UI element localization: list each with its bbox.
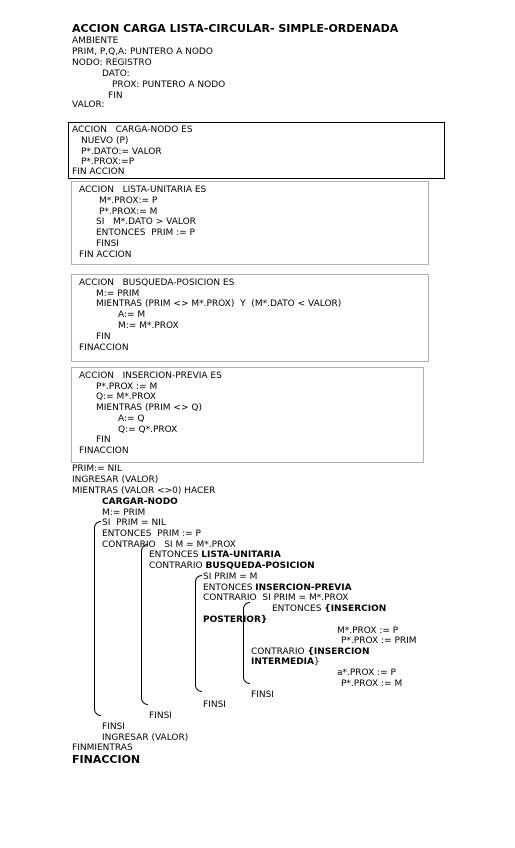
- code-line: SI M*.DATO > VALOR: [96, 217, 196, 227]
- main-line: ENTONCES PRIM := P: [102, 529, 201, 539]
- main-line: ENTONCES LISTA-UNITARIA: [149, 550, 281, 561]
- insercion-previa-box: [71, 367, 424, 463]
- code-line: FIN: [96, 435, 111, 445]
- code-line: ENTONCES PRIM := P: [96, 228, 195, 238]
- main-line: FINSI: [203, 700, 226, 710]
- main-line: FINMIENTRAS: [72, 743, 133, 753]
- keyword: ENTONCES: [149, 550, 202, 560]
- main-line: PRIM:= NIL: [72, 464, 122, 474]
- main-line: CONTRARIO SI M = M*.PROX: [102, 540, 236, 550]
- code-line: MIENTRAS (PRIM <> Q): [96, 403, 202, 413]
- code-line: ACCION INSERCION-PREVIA ES: [79, 371, 222, 381]
- main-line: SI PRIM = NIL: [102, 518, 166, 528]
- main-line: INTERMEDIA}: [251, 657, 320, 668]
- main-line: MIENTRAS (VALOR <>0) HACER: [72, 486, 216, 496]
- code-line: A:= M: [118, 310, 146, 320]
- code-line: P*.PROX:= M: [99, 207, 158, 217]
- code-line: FIN ACCION: [72, 167, 125, 177]
- insercion-previa-call: INSERCION-PREVIA: [255, 583, 352, 593]
- code-line: ACCION CARGA-NODO ES: [72, 125, 193, 135]
- ambiente-line: NODO: REGISTRO: [72, 58, 152, 68]
- posterior-label: POSTERIOR}: [203, 615, 268, 625]
- code-line: Q:= M*.PROX: [96, 392, 156, 402]
- code-line: P*.DATO:= VALOR: [81, 147, 162, 157]
- keyword: ENTONCES: [203, 583, 256, 593]
- main-line: M:= PRIM: [102, 508, 146, 518]
- main-line: SI PRIM = M: [203, 572, 258, 582]
- code-line: P*.PROX := M: [96, 382, 158, 392]
- code-line: P*.PROX:=P: [81, 157, 135, 167]
- code-line: Q:= Q*.PROX: [118, 425, 178, 435]
- main-line: CONTRARIO BUSQUEDA-POSICION: [149, 561, 315, 572]
- keyword: CONTRARIO: [149, 561, 206, 571]
- code-line: M:= PRIM: [96, 289, 140, 299]
- code-line: FINACCION: [79, 343, 129, 353]
- main-line: P*.PROX := M: [341, 679, 403, 689]
- ambiente-line: VALOR:: [72, 100, 105, 110]
- finaccion-label: FINACCION: [72, 753, 141, 766]
- main-line: FINSI: [149, 711, 172, 721]
- main-line: CONTRARIO {INSERCION: [251, 647, 370, 658]
- main-line: INGRESAR (VALOR): [102, 733, 189, 743]
- page-title: ACCION CARGA LISTA-CIRCULAR- SIMPLE-ORDE…: [72, 22, 399, 35]
- main-line: ENTONCES INSERCION-PREVIA: [203, 583, 352, 594]
- code-line: NUEVO (P): [81, 136, 129, 146]
- main-line: ENTONCES {INSERCION: [272, 604, 386, 615]
- code-line: M:= M*.PROX: [118, 321, 179, 331]
- main-line: INGRESAR (VALOR): [72, 475, 159, 485]
- code-line: MIENTRAS (PRIM <> M*.PROX) Y (M*.DATO < …: [96, 299, 342, 309]
- main-line: CONTRARIO SI PRIM = M*.PROX: [203, 593, 349, 603]
- ambiente-line: PRIM, P,Q,A: PUNTERO A NODO: [72, 47, 213, 57]
- code-line: ACCION LISTA-UNITARIA ES: [79, 185, 207, 195]
- lista-unitaria-call: LISTA-UNITARIA: [201, 550, 281, 560]
- main-line: FINSI: [251, 690, 274, 700]
- insercion-posterior-label: {INSERCION: [324, 604, 387, 614]
- bracket-si-prim-m: [195, 575, 202, 692]
- bracket-si-prim-nil: [94, 521, 101, 716]
- ambiente-line: FIN: [108, 91, 123, 101]
- code-line: FIN: [96, 332, 111, 342]
- ambiente-line: DATO:: [102, 69, 130, 79]
- ambiente-line: PROX: PUNTERO A NODO: [112, 80, 226, 90]
- busqueda-posicion-call: BUSQUEDA-POSICION: [205, 561, 315, 571]
- code-line: ACCION BUSQUEDA-POSICION ES: [79, 278, 235, 288]
- intermedia-label: INTERMEDIA: [251, 657, 314, 667]
- main-line: P*.PROX := PRIM: [341, 636, 417, 646]
- carga-nodo-box: [68, 122, 445, 179]
- code-line: FINACCION: [79, 446, 129, 456]
- code-line: A:= Q: [118, 414, 145, 424]
- cargar-nodo-call: CARGAR-NODO: [102, 497, 178, 507]
- busqueda-posicion-box: [71, 274, 429, 362]
- keyword: ENTONCES: [272, 604, 325, 614]
- bracket-si-prim-mprox: [243, 602, 250, 684]
- insercion-intermedia-label: {INSERCION: [307, 647, 370, 657]
- code-line: FIN ACCION: [79, 250, 132, 260]
- ambiente-header: AMBIENTE: [72, 36, 119, 46]
- main-line: M*.PROX := P: [337, 626, 399, 636]
- code-line: M*.PROX:= P: [99, 196, 158, 206]
- main-line: a*.PROX := P: [337, 668, 396, 678]
- main-line: FINSI: [102, 722, 125, 732]
- brace-close: }: [314, 657, 320, 667]
- keyword: CONTRARIO: [251, 647, 308, 657]
- code-line: FINSI: [96, 239, 119, 249]
- lista-unitaria-box: [71, 181, 429, 265]
- bracket-si-m: [141, 544, 148, 705]
